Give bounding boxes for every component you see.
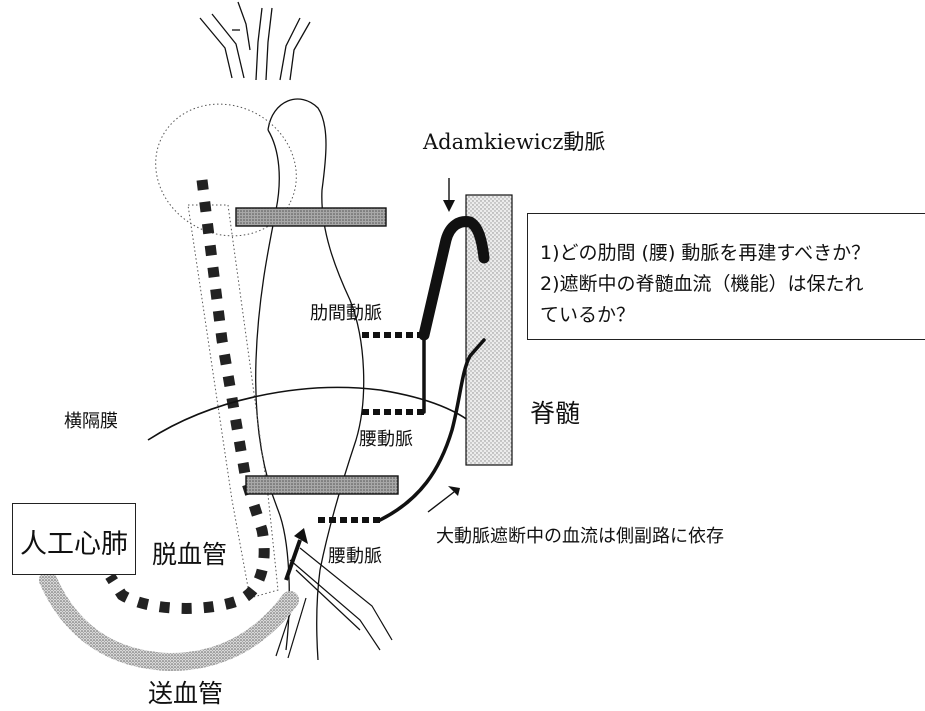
lower-aortic-clamp [246,476,398,494]
adamkiewicz-artery-label: Adamkiewicz動脈 [423,126,605,156]
diaphragm-line [148,387,480,440]
upper-aortic-clamp [236,208,386,226]
spinal-cord-label: 脊髄 [530,394,580,430]
question-line-3: ているか？ [540,300,635,327]
diaphragm-label: 横隔膜 [64,407,118,433]
heart-lung-machine-box: 人工心肺 [12,503,136,575]
arch-branches [200,2,310,80]
intercostal-artery-label: 肋間動脈 [310,299,382,325]
collateral-note: 大動脈遮断中の血流は側副路に依存 [436,522,724,548]
heart-lung-machine-label: 人工心肺 [13,522,135,561]
supply-tube-label: 送血管 [148,674,223,710]
aorta-outline [256,99,364,660]
arch-dotted-ellipse [132,80,319,261]
question-line-1: 1)どの肋間 (腰) 動脈を再建すべきか？ [540,238,870,265]
question-box: 1)どの肋間 (腰) 動脈を再建すべきか？ 2)遮断中の脊髄血流（機能）は保たれ… [527,213,925,340]
question-line-2: 2)遮断中の脊髄血流（機能）は保たれ [540,269,864,296]
drainage-tube-label: 脱血管 [152,535,227,571]
lumbar-artery-lower-label: 腰動脈 [328,542,382,568]
spinal-cord [466,195,512,465]
lumbar-artery-upper-label: 腰動脈 [359,425,413,451]
